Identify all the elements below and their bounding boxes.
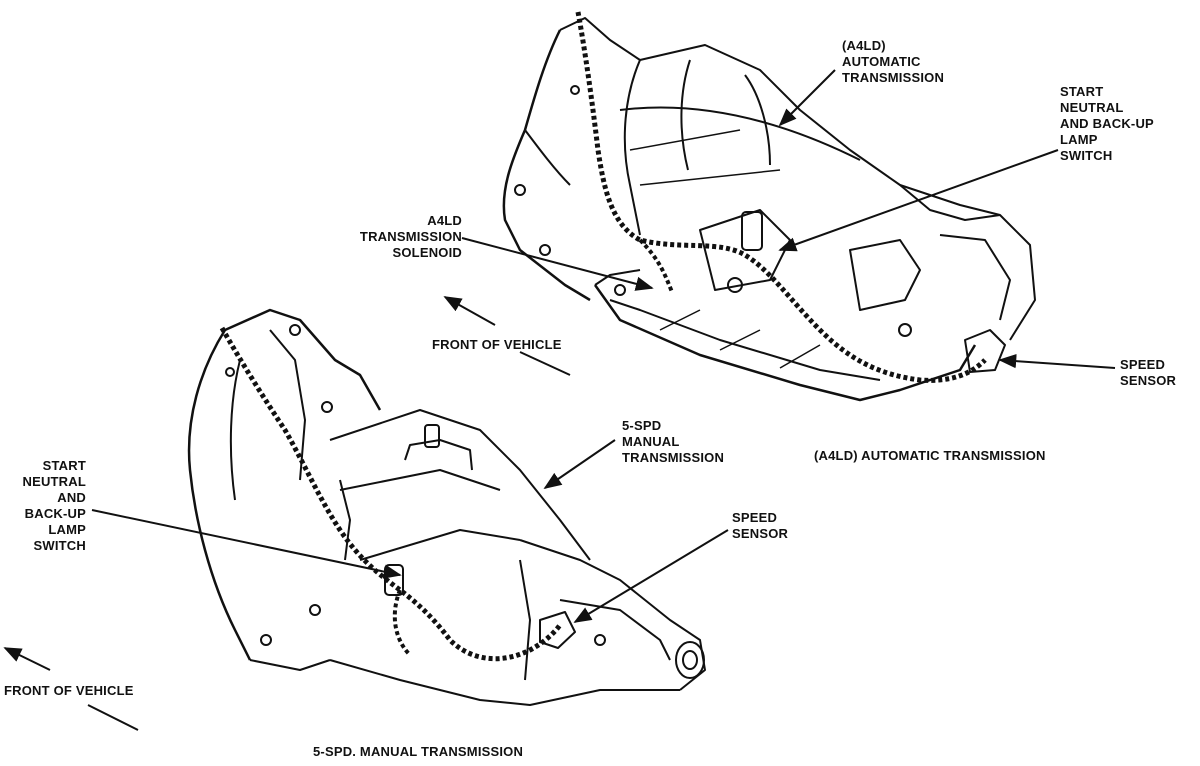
leader-auto-trans — [778, 69, 836, 127]
leader-manual-trans — [543, 439, 616, 490]
front-arrow-lower-tail — [87, 704, 139, 731]
label-line: A4LD — [427, 213, 462, 228]
front-of-vehicle-label-upper: FRONT OF VEHICLE — [432, 337, 562, 352]
label-line: SENSOR — [732, 526, 789, 541]
label-line: TRANSMISSION — [842, 70, 945, 85]
label-line: LAMP — [1060, 132, 1098, 147]
automatic-transmission-drawing — [502, 17, 1036, 402]
auto-transmission-caption: (A4LD) AUTOMATIC TRANSMISSION — [814, 448, 1046, 463]
front-arrow-lower-head — [3, 647, 51, 671]
leader-start-neutral-manual — [91, 509, 402, 579]
label-line: SWITCH — [1060, 148, 1113, 163]
label-line: SPEED — [732, 510, 778, 525]
label-line: LAMP — [48, 522, 86, 537]
label-line: 5-SPD — [622, 418, 662, 433]
label-line: SENSOR — [1120, 373, 1177, 388]
leader-a4ld-solenoid — [461, 237, 654, 291]
manual-transmission-drawing — [187, 308, 706, 706]
label-line: AND BACK-UP — [1060, 116, 1154, 131]
front-arrow-upper-head — [443, 296, 496, 326]
front-arrow-upper-tail — [519, 351, 571, 376]
leader-start-neutral-auto — [778, 149, 1059, 252]
label-line: AND — [57, 490, 86, 505]
leader-speed-sensor-manual — [573, 529, 729, 623]
auto-wiring-harness — [575, 11, 987, 383]
leader-lines — [91, 69, 1116, 623]
label-line: (A4LD) — [842, 38, 886, 53]
label-line: NEUTRAL — [1060, 100, 1124, 115]
label-line: AUTOMATIC — [842, 54, 921, 69]
front-of-vehicle-label-lower: FRONT OF VEHICLE — [4, 683, 134, 698]
label-line: SPEED — [1120, 357, 1166, 372]
label-line: TRANSMISSION — [359, 229, 462, 244]
label-line: SWITCH — [33, 538, 86, 553]
label-line: START — [42, 458, 86, 473]
front-arrows — [3, 296, 571, 731]
label-line: START — [1060, 84, 1104, 99]
label-line: MANUAL — [622, 434, 680, 449]
label-line: SOLENOID — [392, 245, 462, 260]
leader-speed-sensor-auto — [998, 353, 1116, 369]
label-line: BACK-UP — [24, 506, 86, 521]
manual-transmission-caption: 5-SPD. MANUAL TRANSMISSION — [313, 744, 524, 759]
manual-wiring-harness — [219, 326, 563, 662]
label-line: TRANSMISSION — [622, 450, 725, 465]
label-line: NEUTRAL — [22, 474, 86, 489]
